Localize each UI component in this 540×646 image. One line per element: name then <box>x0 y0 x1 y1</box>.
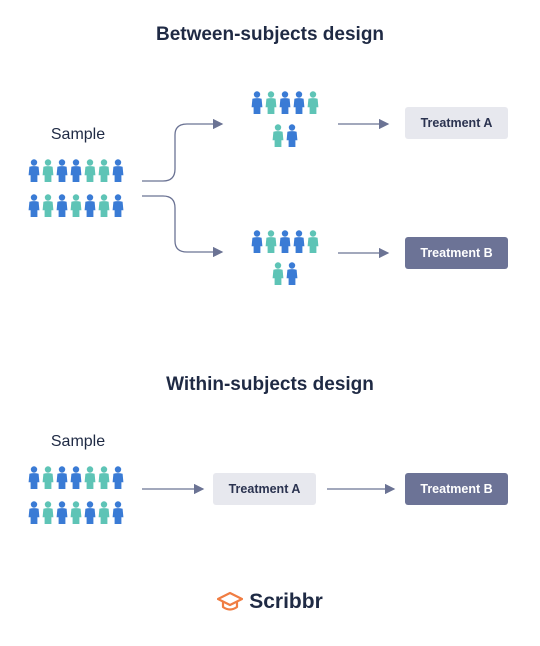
group-b <box>251 230 319 285</box>
person-icon <box>84 501 96 524</box>
person-icon <box>286 124 298 147</box>
person-icon <box>98 466 110 489</box>
person-icon <box>98 159 110 182</box>
person-icon <box>293 91 305 114</box>
person-icon <box>307 91 319 114</box>
person-icon <box>84 194 96 217</box>
graduation-cap-icon <box>217 591 244 613</box>
person-icon <box>307 230 319 253</box>
scribbr-logo: Scribbr <box>0 590 540 614</box>
person-icon <box>70 194 82 217</box>
person-icon <box>98 501 110 524</box>
person-icon <box>279 230 291 253</box>
person-icon <box>251 91 263 114</box>
person-icon <box>56 159 68 182</box>
brand-name: Scribbr <box>249 590 323 613</box>
person-icon <box>112 159 124 182</box>
person-icon <box>112 501 124 524</box>
person-icon <box>56 466 68 489</box>
between-sample-label: Sample <box>50 126 106 143</box>
person-icon <box>251 230 263 253</box>
person-icon <box>286 262 298 285</box>
between-sample-group <box>28 159 124 217</box>
person-icon <box>28 501 40 524</box>
person-icon <box>28 466 40 489</box>
person-icon <box>272 262 284 285</box>
between-title: Between-subjects design <box>155 24 385 45</box>
person-icon <box>265 230 277 253</box>
person-icon <box>84 466 96 489</box>
person-icon <box>42 501 54 524</box>
person-icon <box>112 466 124 489</box>
person-icon <box>70 159 82 182</box>
within-treatment-b-box: Treatment B <box>405 473 508 505</box>
person-icon <box>42 159 54 182</box>
person-icon <box>293 230 305 253</box>
person-icon <box>28 194 40 217</box>
within-title: Within-subjects design <box>166 374 374 395</box>
person-icon <box>272 124 284 147</box>
person-icon <box>112 194 124 217</box>
split-arrow-to-group-b <box>142 195 224 258</box>
split-arrow-to-group-a <box>142 118 224 182</box>
between-treatment-b-box: Treatment B <box>405 237 508 269</box>
person-icon <box>84 159 96 182</box>
person-icon <box>28 159 40 182</box>
person-icon <box>70 466 82 489</box>
within-treatment-a-box: Treatment A <box>213 473 316 505</box>
person-icon <box>42 194 54 217</box>
between-treatment-a-box: Treatment A <box>405 107 508 139</box>
within-sample-label: Sample <box>50 433 106 450</box>
person-icon <box>56 501 68 524</box>
person-icon <box>98 194 110 217</box>
group-a <box>251 91 319 147</box>
within-sample-group <box>28 466 124 524</box>
person-icon <box>42 466 54 489</box>
person-icon <box>70 501 82 524</box>
person-icon <box>265 91 277 114</box>
person-icon <box>279 91 291 114</box>
person-icon <box>56 194 68 217</box>
